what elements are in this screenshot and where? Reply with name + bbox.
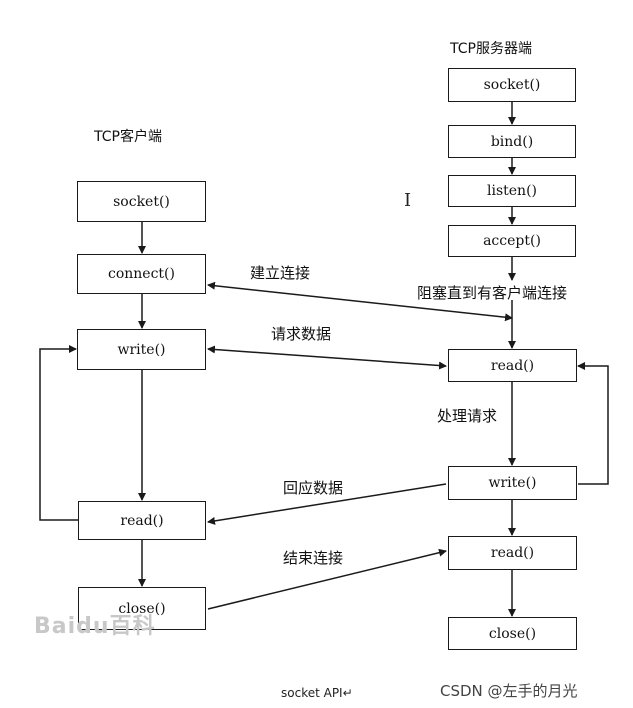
label-process-request: 处理请求: [437, 407, 498, 425]
arrow-reply-data: [207, 483, 447, 525]
server-bind-box: bind(): [448, 125, 576, 158]
client-title: TCP客户端: [94, 129, 162, 145]
csdn-credit: CSDN @左手的月光: [440, 682, 578, 700]
caption: socket API↵: [281, 686, 353, 700]
client-socket-box: socket(): [77, 181, 206, 222]
arrow-client-loop: [39, 345, 78, 521]
text-cursor-icon: I: [404, 190, 412, 211]
server-socket-box: socket(): [448, 68, 576, 102]
client-close-box: close(): [78, 587, 206, 630]
server-read2-box: read(): [448, 536, 577, 570]
client-write-box: write(): [77, 329, 206, 370]
label-establish-connection: 建立连接: [250, 264, 311, 282]
watermark: Baidu百科: [34, 614, 156, 639]
label-end-connection: 结束连接: [283, 549, 344, 567]
client-read-box: read(): [78, 501, 206, 540]
server-accept-box: accept(): [448, 225, 576, 257]
server-listen-box: listen(): [448, 175, 576, 207]
server-title: TCP服务器端: [450, 41, 532, 57]
server-read-box: read(): [448, 349, 577, 382]
label-block-until-client: 阻塞直到有客户端连接: [417, 284, 568, 302]
label-request-data: 请求数据: [271, 325, 332, 343]
arrow-request-data: [207, 345, 447, 370]
arrow-end-connection: [207, 548, 447, 610]
client-connect-box: connect(): [77, 254, 206, 294]
arrow-establish-connection: [207, 281, 513, 322]
label-reply-data: 回应数据: [283, 479, 344, 497]
server-close-box: close(): [448, 617, 577, 650]
arrow-server-loop: [577, 362, 609, 485]
server-write-box: write(): [448, 466, 577, 500]
